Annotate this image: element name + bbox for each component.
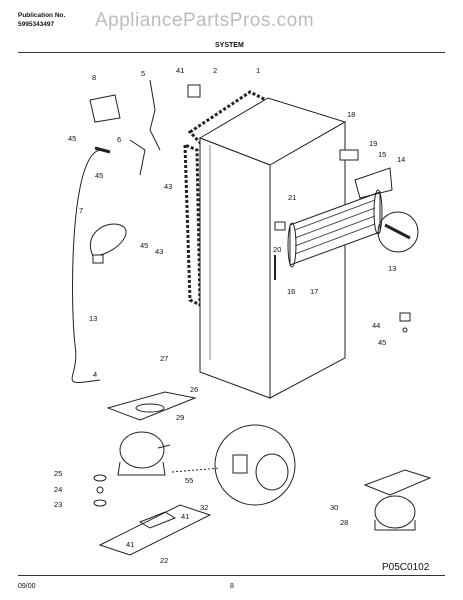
header-rule bbox=[18, 52, 445, 53]
callout-43-top: 43 bbox=[164, 182, 172, 191]
section-title: SYSTEM bbox=[215, 42, 244, 49]
callout-2: 2 bbox=[213, 66, 217, 75]
callout-18: 18 bbox=[347, 110, 355, 119]
publication-label: Publication No. bbox=[18, 12, 66, 19]
callout-41-mid: 41 bbox=[181, 512, 189, 521]
callout-4: 4 bbox=[93, 370, 97, 379]
callout-27: 27 bbox=[160, 354, 168, 363]
relay-leader bbox=[171, 467, 221, 473]
diagram-code: P05C0102 bbox=[382, 562, 430, 573]
callout-22: 22 bbox=[160, 556, 168, 565]
filter-drier bbox=[384, 223, 411, 240]
publication-number: 5995343497 bbox=[18, 21, 55, 28]
screw bbox=[402, 327, 408, 333]
compressor bbox=[117, 431, 171, 476]
refrigerator-cabinet bbox=[198, 97, 347, 399]
callout-41-bottom: 41 bbox=[126, 540, 134, 549]
drain-pan bbox=[106, 391, 197, 421]
wire-harness-lower bbox=[129, 139, 146, 176]
cover-plate bbox=[89, 94, 121, 123]
callout-7: 7 bbox=[79, 206, 83, 215]
callout-29: 29 bbox=[176, 413, 184, 422]
callout-6: 6 bbox=[117, 135, 121, 144]
callout-43-bottom: 43 bbox=[155, 247, 163, 256]
callout-19: 19 bbox=[369, 139, 377, 148]
power-cord bbox=[89, 223, 127, 261]
detail-circle-drier bbox=[377, 211, 419, 253]
mount-tab bbox=[138, 511, 177, 529]
callout-24: 24 bbox=[54, 485, 62, 494]
callout-25: 25 bbox=[54, 469, 62, 478]
bracket bbox=[187, 84, 201, 98]
clamp bbox=[274, 221, 286, 231]
overload bbox=[232, 454, 248, 474]
base-plate bbox=[98, 504, 212, 556]
callout-17: 17 bbox=[310, 287, 318, 296]
callout-41-top: 41 bbox=[176, 66, 184, 75]
capillary-tube bbox=[71, 149, 101, 384]
callout-labels: 1 2 4 5 6 7 8 13 13 14 15 16 17 18 19 20… bbox=[54, 66, 405, 565]
pan-recess bbox=[135, 403, 165, 413]
callout-45-right: 45 bbox=[378, 338, 386, 347]
callout-44: 44 bbox=[372, 321, 380, 330]
callout-45-top: 45 bbox=[68, 134, 76, 143]
plug bbox=[92, 254, 104, 264]
callout-23: 23 bbox=[54, 500, 62, 509]
connector bbox=[339, 149, 359, 161]
washer bbox=[93, 499, 107, 507]
sleeve bbox=[96, 486, 104, 494]
callout-32: 32 bbox=[200, 503, 208, 512]
relay bbox=[255, 453, 289, 491]
callout-1: 1 bbox=[256, 66, 260, 75]
callout-45-lower: 45 bbox=[140, 241, 148, 250]
callout-8: 8 bbox=[92, 73, 96, 82]
grommet bbox=[93, 474, 107, 482]
clip bbox=[399, 312, 411, 322]
compressor-right bbox=[363, 469, 432, 531]
wire-harness bbox=[149, 79, 161, 151]
condenser-coil bbox=[287, 189, 383, 268]
watermark: AppliancePartsPros.com bbox=[95, 10, 315, 31]
footer-date: 09/00 bbox=[18, 583, 36, 590]
callout-13-left: 13 bbox=[89, 314, 97, 323]
door-gasket-side bbox=[183, 142, 202, 308]
callout-21: 21 bbox=[288, 193, 296, 202]
tube-end bbox=[94, 146, 111, 154]
callout-55: 55 bbox=[185, 476, 193, 485]
callout-14: 14 bbox=[397, 155, 405, 164]
callout-45-mid: 45 bbox=[95, 171, 103, 180]
footer-rule bbox=[18, 575, 445, 576]
callout-26: 26 bbox=[190, 385, 198, 394]
callout-16: 16 bbox=[287, 287, 295, 296]
footer-page: 8 bbox=[230, 583, 234, 590]
condenser-bracket bbox=[354, 167, 393, 199]
callout-15: 15 bbox=[378, 150, 386, 159]
callout-20: 20 bbox=[273, 245, 281, 254]
callout-13-right: 13 bbox=[388, 264, 396, 273]
callout-30: 30 bbox=[330, 503, 338, 512]
callout-28: 28 bbox=[340, 518, 348, 527]
callout-5: 5 bbox=[141, 69, 145, 78]
